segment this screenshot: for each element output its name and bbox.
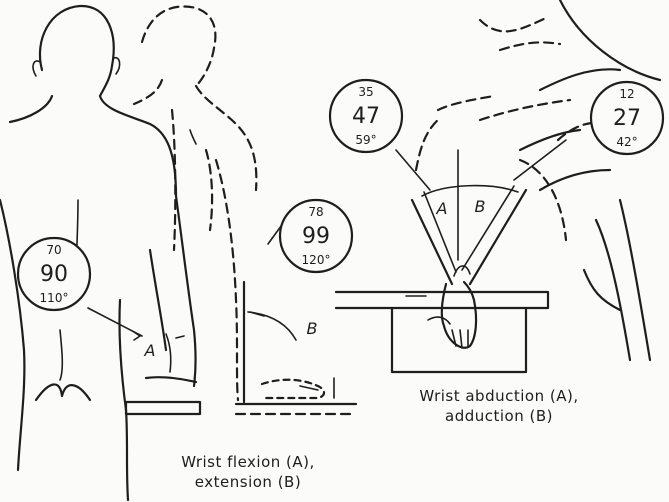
caption-flexion-line2: extension (B) bbox=[148, 472, 348, 492]
caption-abduction-adduction: Wrist abduction (A), adduction (B) bbox=[404, 386, 594, 426]
label-flexion-a: A bbox=[144, 341, 156, 360]
badge-flexion-bottom: 110° bbox=[40, 291, 69, 305]
badge-adduction-bottom: 42° bbox=[616, 135, 637, 149]
badge-flexion-mid: 90 bbox=[40, 262, 68, 287]
caption-abduction-line2: adduction (B) bbox=[404, 406, 594, 426]
label-adduction-b: B bbox=[475, 197, 486, 216]
badge-adduction: 12 27 42° bbox=[591, 82, 663, 154]
badge-extension-bottom: 120° bbox=[302, 253, 331, 267]
badge-flexion-top: 70 bbox=[46, 243, 61, 257]
badge-abduction: 35 47 59° bbox=[330, 80, 402, 152]
label-extension-b: B bbox=[307, 319, 318, 338]
caption-flexion-extension: Wrist flexion (A), extension (B) bbox=[148, 452, 348, 492]
abduction-figure bbox=[336, 0, 660, 372]
badge-extension-top: 78 bbox=[308, 205, 323, 219]
caption-abduction-line1: Wrist abduction (A), bbox=[404, 386, 594, 406]
badge-extension: 78 99 120° bbox=[280, 200, 352, 272]
label-abduction-a: A bbox=[436, 199, 448, 218]
badge-adduction-mid: 27 bbox=[613, 106, 641, 131]
badge-extension-mid: 99 bbox=[302, 224, 330, 249]
badge-abduction-bottom: 59° bbox=[355, 133, 376, 147]
badge-abduction-top: 35 bbox=[358, 85, 373, 99]
badge-abduction-mid: 47 bbox=[352, 104, 380, 129]
badge-flexion: 70 90 110° bbox=[18, 238, 90, 310]
badge-adduction-top: 12 bbox=[619, 87, 634, 101]
caption-flexion-line1: Wrist flexion (A), bbox=[148, 452, 348, 472]
